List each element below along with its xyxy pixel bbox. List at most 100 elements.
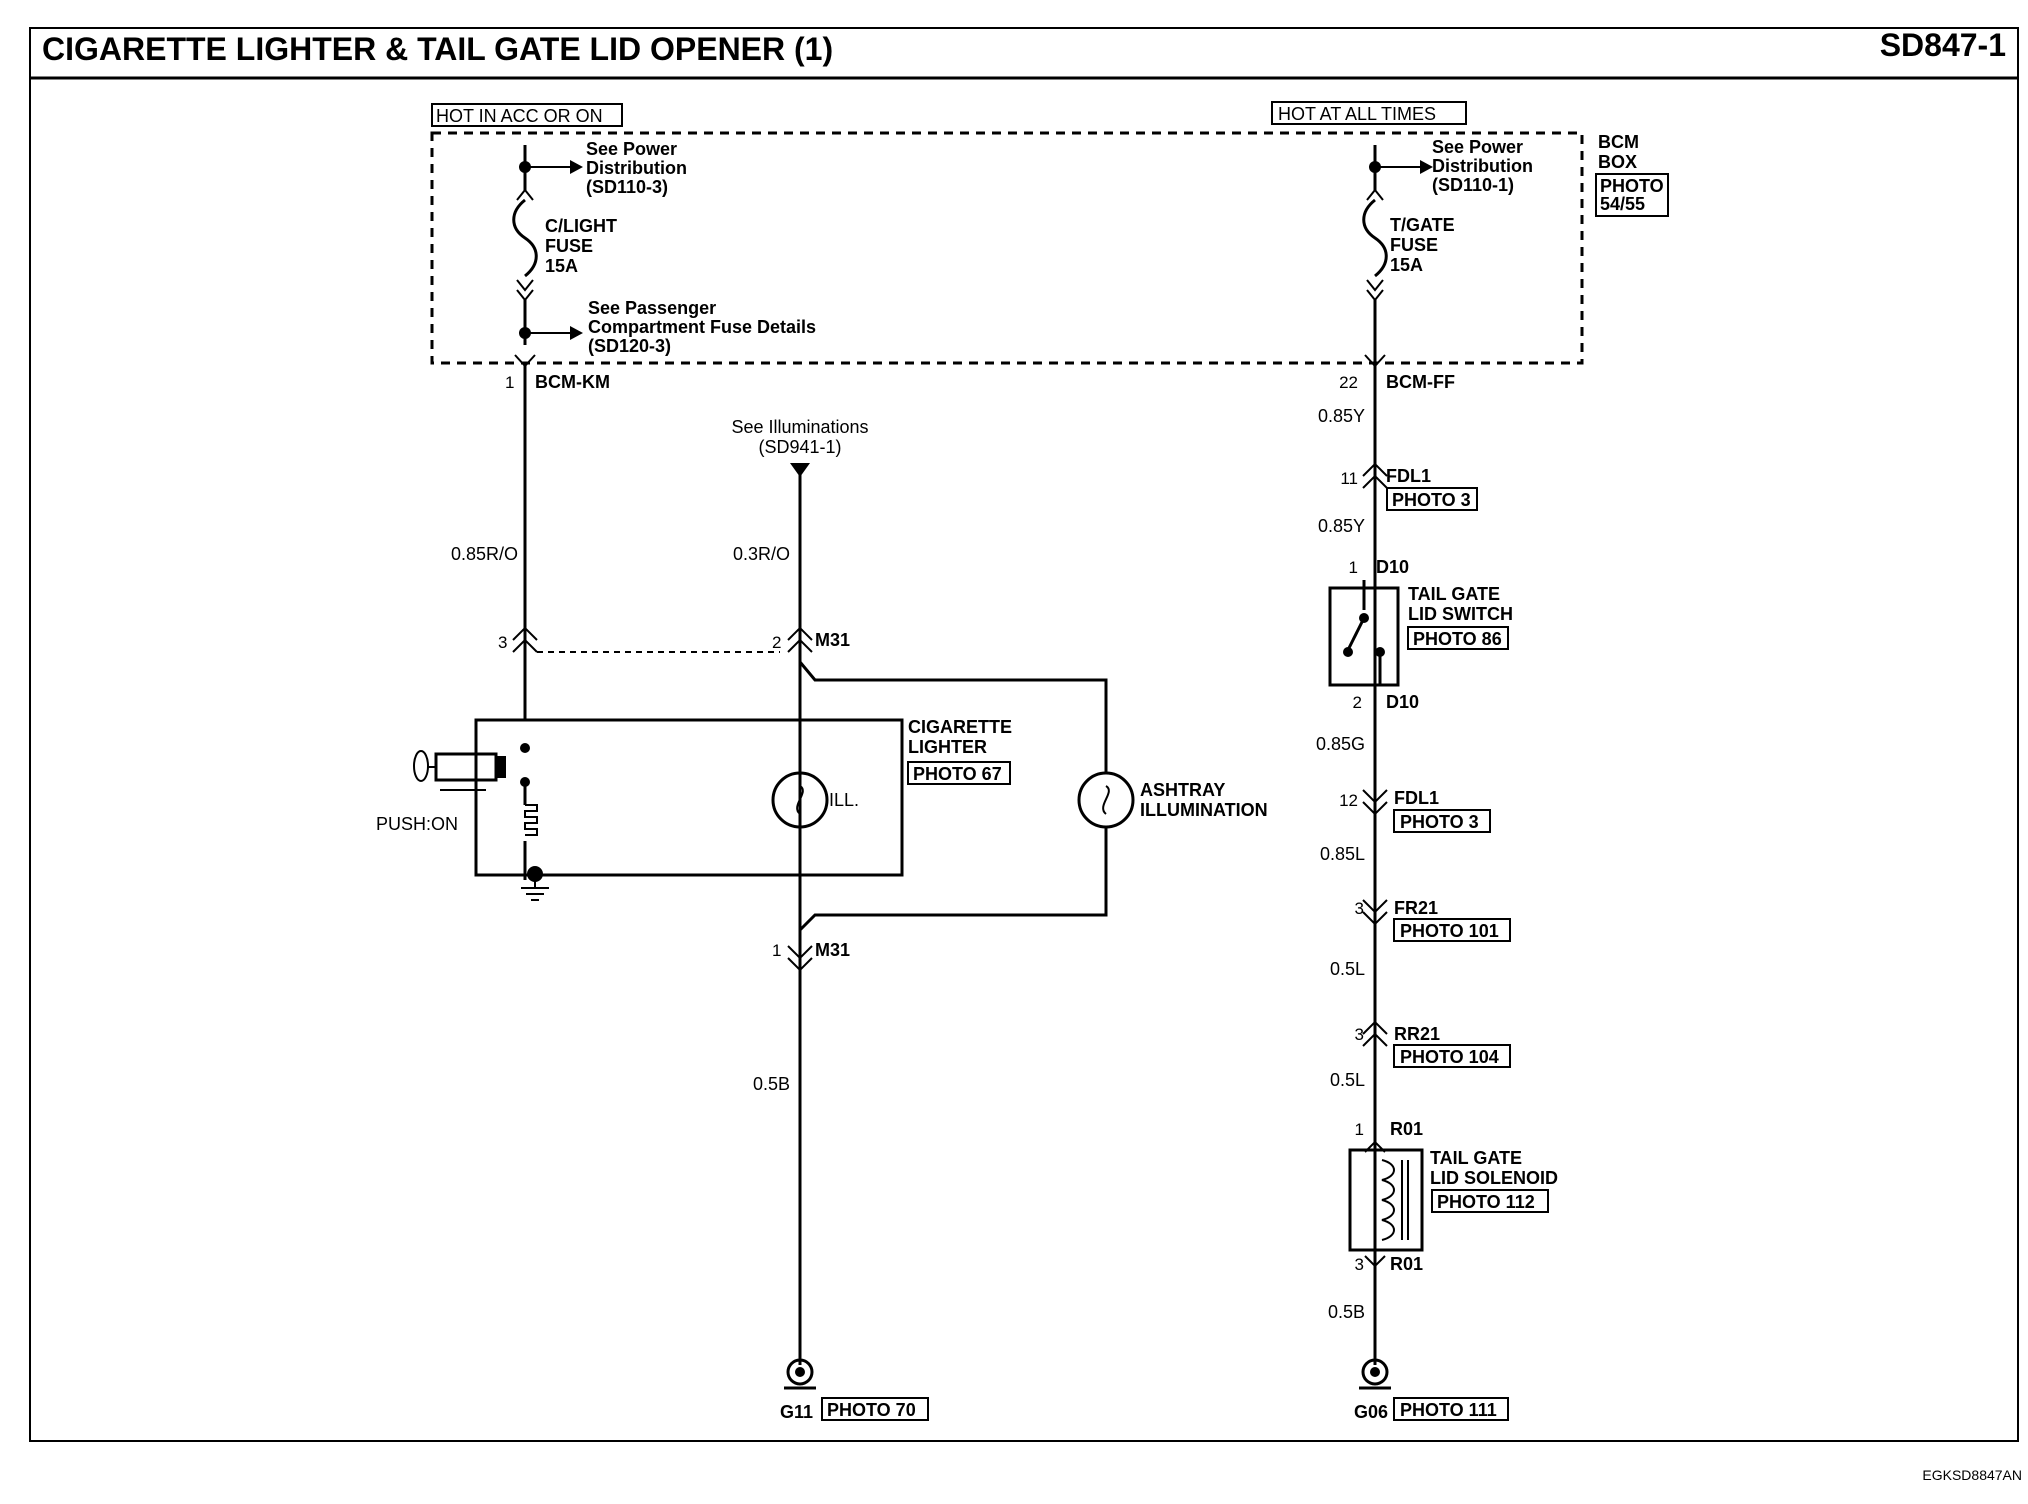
left-fuse-symbol bbox=[512, 198, 538, 278]
bcm-box-label-2: BOX bbox=[1598, 152, 1637, 172]
left-fuse-ref-3: (SD120-3) bbox=[588, 336, 671, 356]
ill-lamp-filament bbox=[796, 785, 804, 815]
lighter-ground-dot bbox=[527, 866, 543, 882]
left-feed-ref-3: (SD110-3) bbox=[586, 177, 668, 197]
fr21-label: FR21 bbox=[1394, 898, 1438, 918]
ashtray-lamp-filament bbox=[1102, 785, 1110, 815]
right-feed-arrow bbox=[1420, 160, 1433, 174]
right-wire-gauge-7: 0.5B bbox=[1328, 1302, 1365, 1322]
right-fuse-symbol bbox=[1362, 198, 1388, 278]
lighter-pin-3: 3 bbox=[498, 633, 507, 652]
g11-photo: PHOTO 70 bbox=[827, 1400, 916, 1420]
fdl1-bottom-pin: 12 bbox=[1339, 791, 1358, 810]
bcm-ff-pin: 22 bbox=[1339, 373, 1358, 392]
fdl1-bottom-photo-box bbox=[1393, 809, 1491, 833]
right-wire-gauge-6: 0.5L bbox=[1330, 1070, 1365, 1090]
footer-code: EGKSD8847AN bbox=[1922, 1467, 2022, 1483]
fr21-pin: 3 bbox=[1355, 899, 1364, 918]
left-fuse-label-2: FUSE bbox=[545, 236, 593, 256]
g06-photo: PHOTO 111 bbox=[1400, 1400, 1497, 1420]
left-fuse-label-1: C/LIGHT bbox=[545, 216, 617, 236]
hot-acc-label: HOT IN ACC OR ON bbox=[436, 106, 603, 126]
g11-ground-inner bbox=[795, 1367, 805, 1377]
left-fuse-label-3: 15A bbox=[545, 256, 578, 276]
rr21-label: RR21 bbox=[1394, 1024, 1440, 1044]
right-wire-gauge-5: 0.5L bbox=[1330, 959, 1365, 979]
page-title: CIGARETTE LIGHTER & TAIL GATE LID OPENER… bbox=[42, 31, 833, 67]
fdl1-bottom-male bbox=[1362, 789, 1388, 804]
lighter-name-1: CIGARETTE bbox=[908, 717, 1012, 737]
d10-top-label: D10 bbox=[1376, 557, 1409, 577]
right-feed-ref-1: See Power bbox=[1432, 137, 1523, 157]
fdl1-top-female bbox=[1362, 474, 1388, 489]
left-fuse-ref-2: Compartment Fuse Details bbox=[588, 317, 816, 337]
lighter-plug-knob bbox=[413, 750, 429, 782]
bcm-box-outline bbox=[430, 131, 1584, 365]
hot-all-times-box bbox=[1271, 101, 1467, 125]
fdl1-top-photo: PHOTO 3 bbox=[1392, 490, 1471, 510]
fdl1-top-photo-box bbox=[1386, 487, 1478, 511]
rr21-male bbox=[1362, 1020, 1388, 1035]
m31-bottom-male bbox=[787, 945, 813, 960]
illum-ref-1: See Illuminations bbox=[731, 417, 868, 437]
r01-top-label: R01 bbox=[1390, 1119, 1423, 1139]
hot-all-times-label: HOT AT ALL TIMES bbox=[1278, 104, 1436, 124]
rr21-pin: 3 bbox=[1355, 1025, 1364, 1044]
solenoid-coil bbox=[1381, 1159, 1395, 1241]
tailgate-switch-photo: PHOTO 86 bbox=[1413, 629, 1502, 649]
rr21-photo-box bbox=[1393, 1044, 1511, 1068]
left-feed-ref-2: Distribution bbox=[586, 158, 687, 178]
lighter-heater-coil bbox=[524, 804, 538, 836]
fdl1-bottom-photo: PHOTO 3 bbox=[1400, 812, 1479, 832]
solenoid-photo: PHOTO 112 bbox=[1437, 1192, 1535, 1212]
g06-photo-box bbox=[1393, 1397, 1509, 1421]
fdl1-top-label: FDL1 bbox=[1386, 466, 1431, 486]
r01-bottom-connector bbox=[1364, 1255, 1386, 1268]
lighter-connector-male bbox=[512, 626, 538, 641]
right-wire-gauge-2: 0.85Y bbox=[1318, 516, 1365, 536]
left-feed-ref-1: See Power bbox=[586, 139, 677, 159]
illum-ref-arrow bbox=[790, 463, 810, 477]
left-fuse-top-cap bbox=[516, 188, 534, 201]
solenoid-box bbox=[1348, 1148, 1424, 1252]
solenoid-photo-box bbox=[1431, 1189, 1549, 1213]
left-fuse-bottom-cap bbox=[516, 279, 534, 292]
hot-acc-box bbox=[431, 103, 623, 127]
left-fuse-arrow bbox=[570, 326, 583, 340]
solenoid-label-2: LID SOLENOID bbox=[1430, 1168, 1558, 1188]
right-wire-gauge-3: 0.85G bbox=[1316, 734, 1365, 754]
d10-bottom-pin: 2 bbox=[1353, 693, 1362, 712]
g11-wire-gauge: 0.5B bbox=[753, 1074, 790, 1094]
tailgate-switch-blade bbox=[1346, 617, 1366, 651]
fdl1-bottom-label: FDL1 bbox=[1394, 788, 1439, 808]
fr21-photo: PHOTO 101 bbox=[1400, 921, 1499, 941]
lighter-connector-female bbox=[512, 638, 538, 653]
left-fuse-ref-1: See Passenger bbox=[588, 298, 716, 318]
solenoid-label-1: TAIL GATE bbox=[1430, 1148, 1522, 1168]
ashtray-feed-wire bbox=[798, 661, 1108, 773]
rr21-female bbox=[1362, 1032, 1388, 1047]
m31-top-label: M31 bbox=[815, 630, 850, 650]
fr21-female bbox=[1362, 911, 1388, 926]
m31-top-male bbox=[787, 626, 813, 641]
g11-ground-outer bbox=[786, 1358, 814, 1386]
ashtray-return-wire bbox=[798, 827, 1108, 932]
bcm-km-label: BCM-KM bbox=[535, 372, 610, 392]
bcm-photo-2: 54/55 bbox=[1600, 194, 1645, 214]
bcm-photo-1: PHOTO bbox=[1600, 176, 1664, 196]
fr21-photo-box bbox=[1393, 918, 1511, 942]
fdl1-bottom-female bbox=[1362, 801, 1388, 816]
ashtray-label-2: ILLUMINATION bbox=[1140, 800, 1268, 820]
r01-top-pin: 1 bbox=[1355, 1120, 1364, 1139]
push-on-label: PUSH:ON bbox=[376, 814, 458, 834]
right-fuse-label-1: T/GATE bbox=[1390, 215, 1455, 235]
left-wire-gauge-1: 0.85R/O bbox=[451, 544, 518, 564]
right-wire-gauge-1: 0.85Y bbox=[1318, 406, 1365, 426]
bcm-km-pin: 1 bbox=[505, 373, 514, 392]
g06-ground-outer bbox=[1361, 1358, 1389, 1386]
g11-photo-box bbox=[821, 1397, 929, 1421]
right-fuse-top-cap bbox=[1366, 188, 1384, 201]
ill-lamp bbox=[771, 771, 829, 829]
right-feed-ref-3: (SD110-1) bbox=[1432, 175, 1514, 195]
d10-top-pin: 1 bbox=[1349, 558, 1358, 577]
